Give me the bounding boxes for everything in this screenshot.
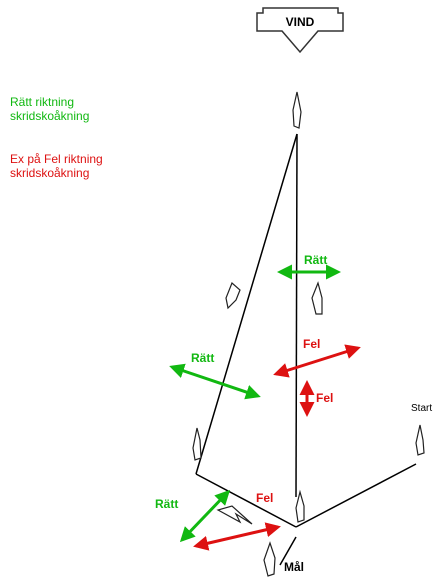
legend-correct-line2: skridskoåkning [10,109,90,123]
boat-icon [292,91,302,129]
legend-wrong-line1: Ex på Fel riktning [10,152,103,166]
boat-icon [415,424,425,456]
correct-arrow-bottom [179,489,231,543]
wrong-arrow-mid [273,344,361,378]
label-start: Start [411,403,432,414]
label-fel-bottom: Fel [256,491,273,505]
wind-arrow: VIND [256,7,344,54]
boat-icon [311,281,323,315]
boat-icon [216,505,253,525]
label-ratt-bottom: Rätt [155,497,178,511]
label-ratt-left: Rätt [191,351,214,365]
legend-wrong-line2: skridskoåkning [10,166,90,180]
course-line-to-mal [279,536,297,566]
course-line-to-start [295,463,417,528]
label-fel-updown: Fel [316,391,333,405]
course-line-center [295,133,298,498]
correct-arrows [169,264,341,543]
course-line-bottom-left [195,473,297,528]
wrong-arrows [193,344,361,551]
boat-icon [225,281,241,310]
legend-correct-line1: Rätt riktning [10,95,75,109]
label-fel-mid: Fel [303,337,320,351]
boat-icons [192,91,425,577]
label-mal: Mål [284,560,304,574]
wind-label: VIND [286,15,315,29]
label-ratt-top: Rätt [304,253,327,267]
boat-icon [263,541,276,577]
wrong-arrow-bottom [193,522,281,551]
course-lines [195,133,417,566]
legend-correct: Rätt riktning skridskoåkning [10,95,89,123]
course-line-left [195,133,298,475]
correct-arrow-left [169,363,261,400]
legend-wrong: Ex på Fel riktning skridskoåkning [10,152,103,180]
boat-icon [192,427,202,461]
boat-icon [295,489,305,523]
